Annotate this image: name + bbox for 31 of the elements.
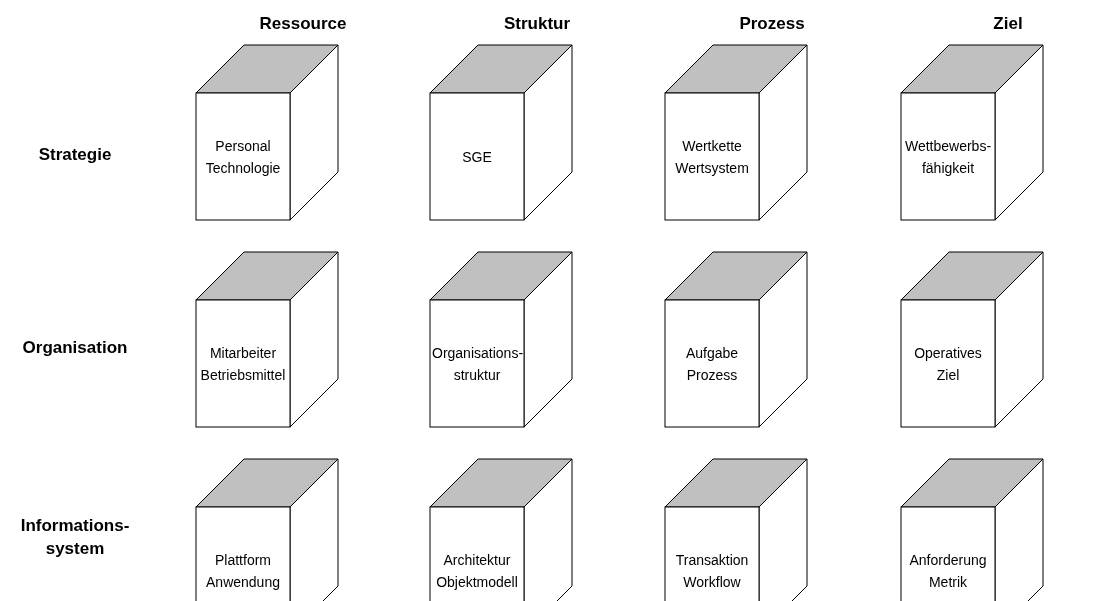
cube-label: Aufgabe Prozess (684, 343, 740, 385)
cube-label: Operatives Ziel (913, 343, 983, 385)
cube (901, 252, 1045, 428)
cube (430, 252, 574, 428)
cube (430, 459, 574, 601)
cube-label: SGE (461, 147, 493, 167)
column-header: Struktur (502, 13, 572, 35)
column-header: Ressource (258, 13, 348, 35)
cube (901, 45, 1045, 221)
row-header: Strategie (37, 144, 113, 166)
cube (665, 459, 809, 601)
row-header: Organisation (21, 337, 129, 359)
cube (196, 459, 340, 601)
cube (665, 45, 809, 221)
column-header: Ziel (992, 13, 1024, 35)
cube-label: Personal Technologie (204, 136, 282, 178)
cube (196, 45, 340, 221)
cube (665, 252, 809, 428)
cube (196, 252, 340, 428)
cube-label: Organisations- struktur (432, 343, 522, 385)
cube-label: Plattform Anwendung (205, 550, 281, 592)
column-header: Prozess (738, 13, 806, 35)
cube (430, 45, 574, 221)
cube-label: Anforderung Metrik (908, 550, 988, 592)
cube-label: Wertkette Wertsystem (674, 136, 750, 178)
cube (901, 459, 1045, 601)
row-header: Informations- system (19, 515, 131, 560)
cube-label: Architektur Objektmodell (435, 550, 519, 592)
cube-label: Transaktion Workflow (674, 550, 750, 592)
cube-label: Mitarbeiter Betriebsmittel (199, 343, 287, 385)
cube-label: Wettbewerbs- fähigkeit (903, 136, 993, 178)
